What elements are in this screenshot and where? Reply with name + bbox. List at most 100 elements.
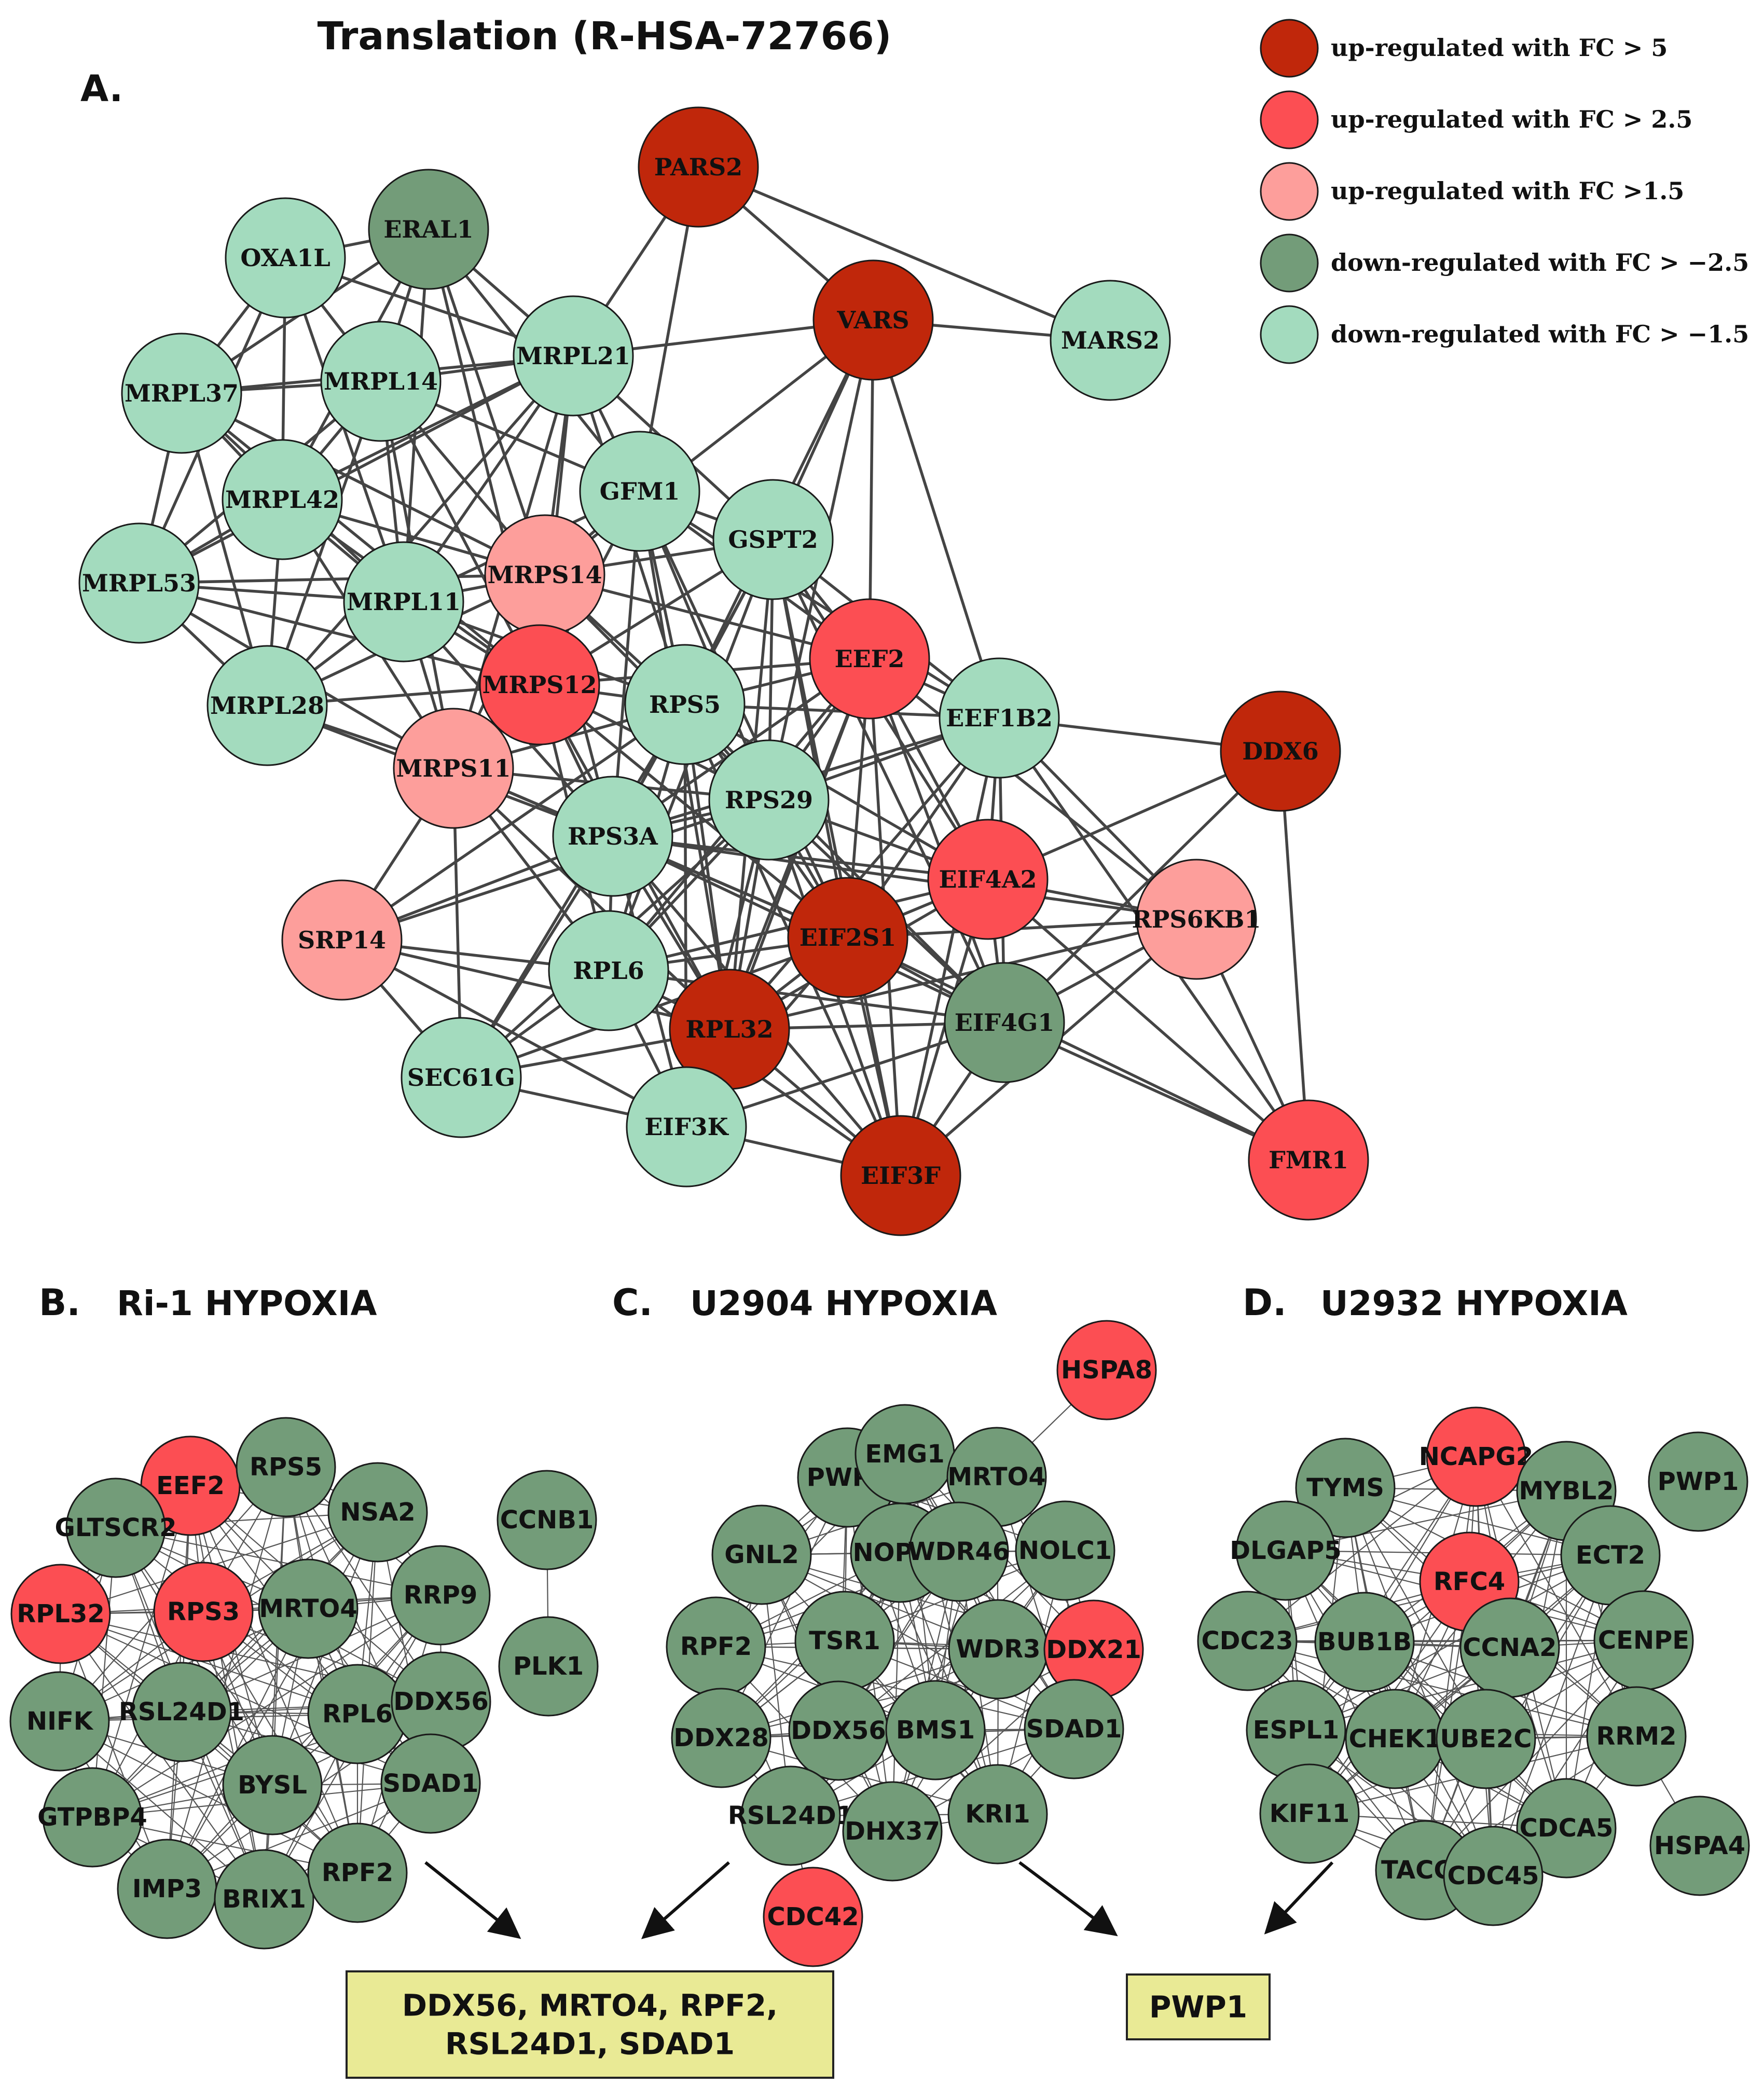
edge (452, 767, 731, 1030)
panel-label-c: C.U2904 HYPOXIA (612, 1281, 997, 1324)
legend-swatch (1260, 162, 1319, 221)
legend-swatch (1260, 305, 1319, 364)
gene-node-sdad1: SDAD1 (380, 1733, 481, 1834)
arrow (1018, 1861, 1118, 1937)
gene-node-circle (1443, 1826, 1544, 1926)
gene-node-rrm2: RRM2 (1586, 1686, 1687, 1787)
gene-node-rpf2: RPF2 (666, 1596, 766, 1697)
gene-node-nsa2: NSA2 (327, 1462, 428, 1563)
gene-node-label: MRPL42 (225, 486, 339, 514)
gene-node-circle (10, 1564, 111, 1664)
gene-node-label: CHEK1 (1349, 1724, 1442, 1753)
gene-node-circle (1314, 1592, 1415, 1692)
gene-node-label: HSPA8 (1061, 1356, 1152, 1385)
gene-node-pars2: PARS2 (638, 106, 759, 228)
gene-node-rps5: RPS5 (236, 1417, 336, 1517)
gene-node-label: EMG1 (865, 1440, 944, 1469)
gene-node-rpl6: RPL6 (307, 1664, 408, 1764)
gene-node-label: DDX6 (1242, 737, 1318, 765)
gene-node-cdc45: CDC45 (1443, 1826, 1544, 1926)
gene-node-label: MRPL11 (347, 588, 461, 616)
edge (1296, 1555, 1611, 1731)
gene-node-circle (401, 1017, 522, 1138)
edge (167, 1595, 441, 1889)
gene-node-rpf2: RPF2 (307, 1822, 408, 1923)
gene-node-label: BMS1 (896, 1716, 975, 1745)
gene-node-eif2s1: EIF2S1 (787, 877, 908, 998)
gene-node-rsl24d1: RSL24D1 (119, 1662, 244, 1762)
panel-title: U2904 HYPOXIA (690, 1283, 997, 1323)
edge (341, 938, 687, 1128)
gene-node-dhx37: DHX37 (842, 1781, 943, 1882)
gene-node-tyms: TYMS (1295, 1438, 1396, 1538)
gene-node-espl1: ESPL1 (1246, 1680, 1346, 1780)
gene-node-ddx6: DDX6 (1220, 691, 1341, 812)
gene-node-label: CCNB1 (500, 1506, 594, 1535)
gene-node-pwp1: PWP1 (1648, 1431, 1748, 1532)
panel-label-a: A. (80, 67, 123, 110)
gene-node-emg1: EMG1 (855, 1404, 955, 1504)
gene-node-label: MRPL53 (82, 569, 196, 597)
gene-node-circle (740, 1765, 841, 1866)
legend-item: up-regulated with FC > 5 (1260, 19, 1667, 78)
gene-node-label: BYSL (238, 1771, 307, 1800)
edge (60, 1511, 378, 1615)
gene-node-circle (390, 1545, 491, 1646)
edge (868, 658, 1006, 1023)
gene-node-circle (1197, 1591, 1298, 1691)
legend-swatch (1260, 90, 1319, 149)
gene-node-circle (1295, 1438, 1396, 1538)
gene-node-label: GSPT2 (728, 526, 818, 554)
arrow (1264, 1861, 1334, 1935)
gene-node-bub1b: BUB1B (1314, 1592, 1415, 1692)
gene-node-label: RPL32 (17, 1599, 105, 1628)
gene-node-rpl32: RPL32 (669, 969, 790, 1090)
edge (60, 1613, 358, 1715)
gene-node-label: DDX56 (791, 1716, 886, 1745)
gene-node-label: UBE2C (1440, 1724, 1532, 1753)
gene-node-circle (236, 1417, 336, 1517)
gene-node-label: DDX56 (393, 1687, 489, 1716)
gene-node-label: GNL2 (724, 1540, 799, 1569)
result-text-line: RSL24D1, SDAD1 (445, 2026, 735, 2062)
gene-node-circle (939, 657, 1060, 779)
gene-node-label: CENPE (1598, 1626, 1689, 1655)
gene-node-label: RPS3 (167, 1597, 240, 1626)
gene-node-circle (927, 819, 1049, 940)
gene-node-circle (222, 1735, 323, 1835)
gene-node-ect2: ECT2 (1560, 1505, 1661, 1606)
gene-node-circle (638, 106, 759, 228)
gene-node-label: ERAL1 (383, 215, 473, 243)
gene-node-label: RPF2 (322, 1858, 393, 1887)
gene-node-circle (1259, 1763, 1360, 1864)
edge (341, 703, 686, 942)
edge (728, 717, 1001, 1030)
gene-node-label: EEF1B2 (946, 704, 1053, 732)
gene-node-label: MRPS14 (488, 561, 602, 589)
gene-node-circle (885, 1680, 986, 1780)
legend-swatch (1260, 233, 1319, 293)
gene-node-label: RPS6KB1 (1132, 905, 1261, 933)
gene-node-label: MRPL21 (516, 342, 630, 370)
result-text-line: PWP1 (1149, 1990, 1247, 2025)
panel-title: Ri-1 HYPOXIA (117, 1283, 377, 1323)
edge (1424, 1456, 1477, 1871)
edge (139, 573, 545, 585)
gene-node-nifk: NIFK (9, 1671, 110, 1772)
gene-node-label: IMP3 (132, 1874, 202, 1903)
edge (612, 835, 988, 881)
gene-node-circle (1220, 691, 1341, 812)
gene-node-label: EIF3K (644, 1113, 729, 1141)
gene-node-label: DHX37 (845, 1817, 940, 1846)
gene-node-circle (1516, 1778, 1617, 1879)
gene-node-circle (712, 479, 834, 600)
gene-node-circle (671, 1688, 771, 1788)
gene-node-circle (1586, 1686, 1687, 1787)
gene-node-ccnb1: CCNB1 (497, 1470, 597, 1570)
gene-node-circle (320, 321, 442, 442)
gene-node-label: PWP1 (1658, 1467, 1739, 1496)
edge (771, 538, 1006, 1024)
